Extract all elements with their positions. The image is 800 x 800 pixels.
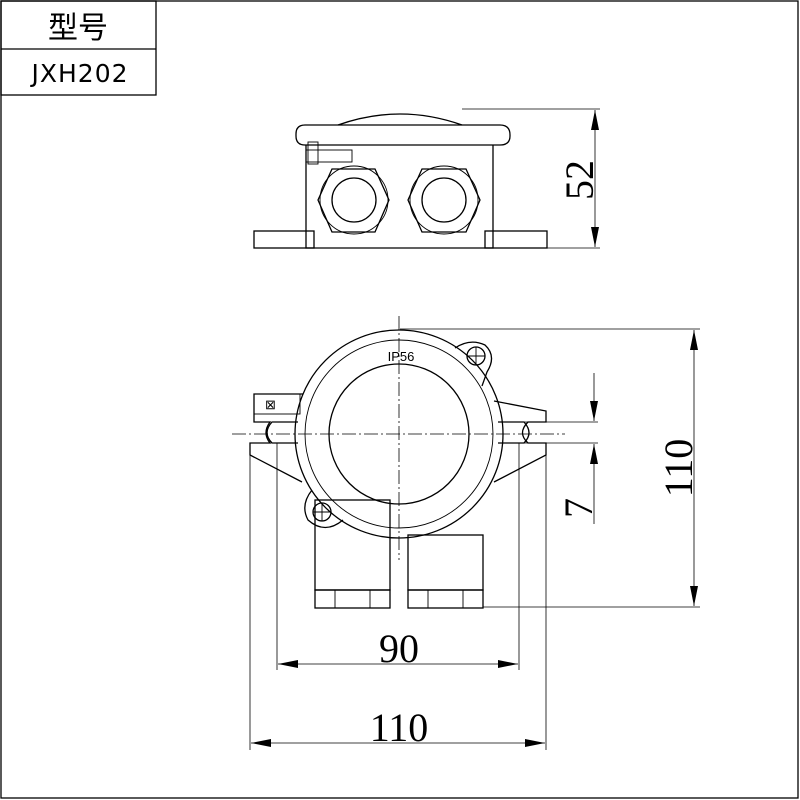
side-gland-left — [317, 165, 390, 235]
dim-110-vertical-label: 110 — [656, 439, 701, 498]
front-tag-mark: ⊠ — [265, 397, 276, 412]
side-gland-right — [407, 165, 481, 235]
front-view: ⊠ IP56 — [232, 316, 701, 750]
front-gland-right-body — [407, 534, 484, 591]
front-flange-right — [493, 400, 547, 483]
side-foot-right — [484, 230, 548, 249]
dim-52-label: 52 — [557, 160, 602, 200]
side-lid — [295, 124, 511, 146]
model-value-label: JXH202 — [29, 59, 128, 88]
front-screw-bottom-left — [304, 489, 344, 529]
front-gland-right-nut — [407, 589, 484, 609]
side-latch-pin — [307, 141, 319, 165]
dim-110-horizontal-label: 110 — [370, 705, 429, 750]
dim-7-label: 7 — [556, 498, 601, 518]
front-tag — [253, 393, 301, 415]
ip-rating-label: IP56 — [388, 349, 415, 364]
side-lid-dome — [337, 113, 463, 126]
title-block-frame — [0, 0, 157, 96]
side-view: 52 — [253, 108, 602, 249]
front-flange-left — [249, 393, 303, 483]
front-slot-left — [266, 421, 298, 444]
front-screw-top-right — [454, 341, 493, 387]
side-body — [305, 145, 494, 249]
title-block: 型号 JXH202 — [0, 0, 157, 96]
front-gland-left-body — [314, 499, 391, 591]
model-header-label: 型号 — [48, 11, 108, 46]
front-gland-left-nut — [314, 589, 391, 609]
side-foot-left — [253, 230, 315, 249]
dim-90-label: 90 — [379, 626, 419, 671]
side-latch — [305, 149, 353, 163]
